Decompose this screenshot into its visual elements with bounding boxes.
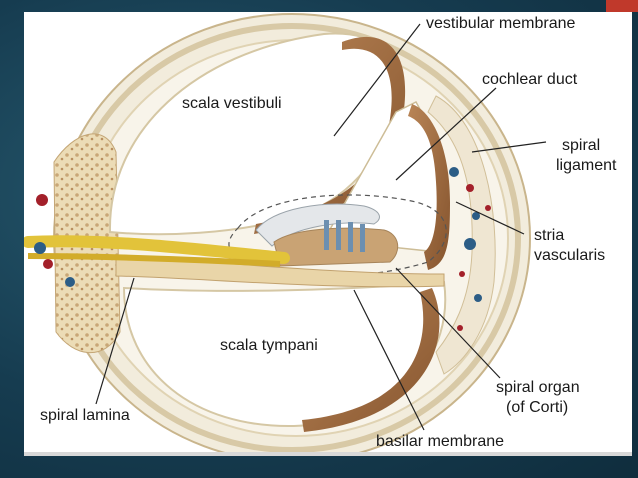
label-basilar-membrane: basilar membrane — [376, 433, 505, 450]
label-spiral-organ-1: spiral organ — [496, 379, 580, 396]
panel-bottom-edge — [24, 452, 632, 456]
label-stria-vascularis-1: stria — [534, 227, 565, 244]
label-spiral-ligament-2: ligament — [556, 157, 617, 174]
cochlea-cross-section — [24, 13, 547, 456]
scala-tympani-region — [122, 280, 447, 432]
cochlear-nerve — [24, 194, 290, 287]
label-vestibular-membrane: vestibular membrane — [426, 15, 576, 32]
spiral-ligament-region — [427, 95, 496, 375]
label-scala-tympani: scala tympani — [220, 337, 318, 354]
label-spiral-organ-2: (of Corti) — [506, 399, 569, 416]
label-scala-vestibuli: scala vestibuli — [182, 95, 282, 112]
label-spiral-lamina: spiral lamina — [40, 407, 130, 424]
label-stria-vascularis-2: vascularis — [534, 247, 606, 264]
organ-of-corti — [255, 203, 399, 267]
label-cochlear-duct: cochlear duct — [482, 71, 578, 88]
cochlea-diagram-panel: vestibular membrane cochlear duct spiral… — [24, 12, 632, 456]
label-leader-lines — [95, 23, 547, 431]
label-spiral-ligament-1: spiral — [562, 137, 601, 154]
slide-accent-tab — [606, 0, 638, 12]
